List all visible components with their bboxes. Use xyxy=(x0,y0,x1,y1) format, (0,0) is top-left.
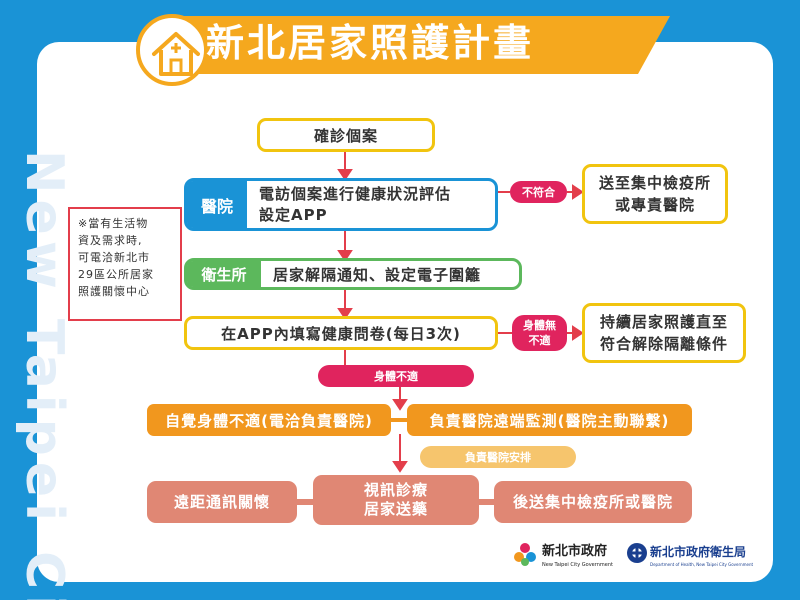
video-consult-box: 視訊診療 居家送藥 xyxy=(313,475,479,525)
no-symptom-pill: 身體無 不適 xyxy=(512,315,567,351)
hospital-step-box: 醫院 電訪個案進行健康狀況評估 設定APP xyxy=(184,178,498,231)
arrow-right-icon xyxy=(391,418,407,422)
note-line: 可電洽新北市 xyxy=(78,251,150,264)
remote-monitor-bar: 負責醫院遠端監測(醫院主動聯繫) xyxy=(407,404,692,436)
quarantine-text-line: 或專責醫院 xyxy=(614,196,695,214)
hospital-arrange-pill: 負責醫院安排 xyxy=(420,446,576,468)
note-line: 29區公所居家 xyxy=(78,268,154,281)
new-taipei-logo-icon xyxy=(514,543,536,566)
arrow-down-icon xyxy=(337,250,353,262)
confirmed-case-box: 確診個案 xyxy=(257,118,435,152)
health-center-label: 衛生所 xyxy=(187,261,261,287)
arrow-down-icon xyxy=(392,461,408,473)
quarantine-box: 送至集中檢疫所 或專責醫院 xyxy=(582,164,728,224)
banner-ribbon xyxy=(172,16,670,74)
video-consult-text-line: 居家送藥 xyxy=(363,500,428,518)
video-consult-text-line: 視訊診療 xyxy=(363,481,428,499)
transfer-box: 後送集中檢疫所或醫院 xyxy=(494,481,692,523)
hospital-text: 電訪個案進行健康狀況評估 設定APP xyxy=(247,184,451,226)
continue-care-text-line: 持續居家照護直至 xyxy=(599,313,728,331)
health-center-text: 居家解隔通知、設定電子圍籬 xyxy=(273,265,482,284)
arrow-right-icon xyxy=(572,184,584,200)
quarantine-text-line: 送至集中檢疫所 xyxy=(598,174,711,192)
arrow-down-icon xyxy=(337,308,353,320)
continue-care-text-line: 符合解除隔離條件 xyxy=(599,335,728,353)
telecare-box: 遠距通訊關懷 xyxy=(147,481,297,523)
gov-name: 新北市政府 xyxy=(542,544,608,559)
watermark-text: New Taipei City xyxy=(14,150,74,600)
note-line: 資及需求時, xyxy=(78,234,143,247)
questionnaire-box: 在APP內填寫健康問卷(每日3次) xyxy=(184,316,498,350)
gov-en-name: New Taipei City Government xyxy=(542,562,613,568)
salmon-connector xyxy=(479,499,494,505)
hospital-text-line: 電訪個案進行健康狀況評估 xyxy=(259,184,452,203)
salmon-connector xyxy=(297,499,313,505)
no-symptom-text-line: 身體無 xyxy=(523,319,556,332)
health-bureau-logo-icon xyxy=(627,543,647,563)
no-symptom-text-line: 不適 xyxy=(528,334,551,347)
arrow-down-icon xyxy=(392,399,408,411)
house-icon xyxy=(152,32,200,76)
arrow-down-icon xyxy=(337,169,353,181)
note-line: 照護關懷中心 xyxy=(78,285,150,298)
health-center-step-box: 衛生所 居家解隔通知、設定電子圍籬 xyxy=(184,258,522,290)
continue-care-box: 持續居家照護直至 符合解除隔離條件 xyxy=(582,303,746,363)
unwell-pill: 身體不適 xyxy=(318,365,474,387)
health-bureau-en-name: Department of Health, New Taipei City Go… xyxy=(650,562,754,567)
self-unwell-bar: 自覺身體不適(電洽負責醫院) xyxy=(147,404,391,436)
hospital-label: 醫院 xyxy=(187,181,247,228)
page-title: 新北居家照護計畫 xyxy=(206,21,535,65)
not-eligible-pill: 不符合 xyxy=(510,181,567,203)
arrow-right-icon xyxy=(572,325,584,341)
house-icon-badge xyxy=(136,14,208,86)
health-bureau-name: 新北市政府衛生局 xyxy=(650,545,747,559)
hospital-text-line: 設定APP xyxy=(259,205,328,224)
supply-note: ※當有生活物 資及需求時, 可電洽新北市 29區公所居家 照護關懷中心 xyxy=(68,207,182,321)
note-line: ※當有生活物 xyxy=(78,217,149,230)
